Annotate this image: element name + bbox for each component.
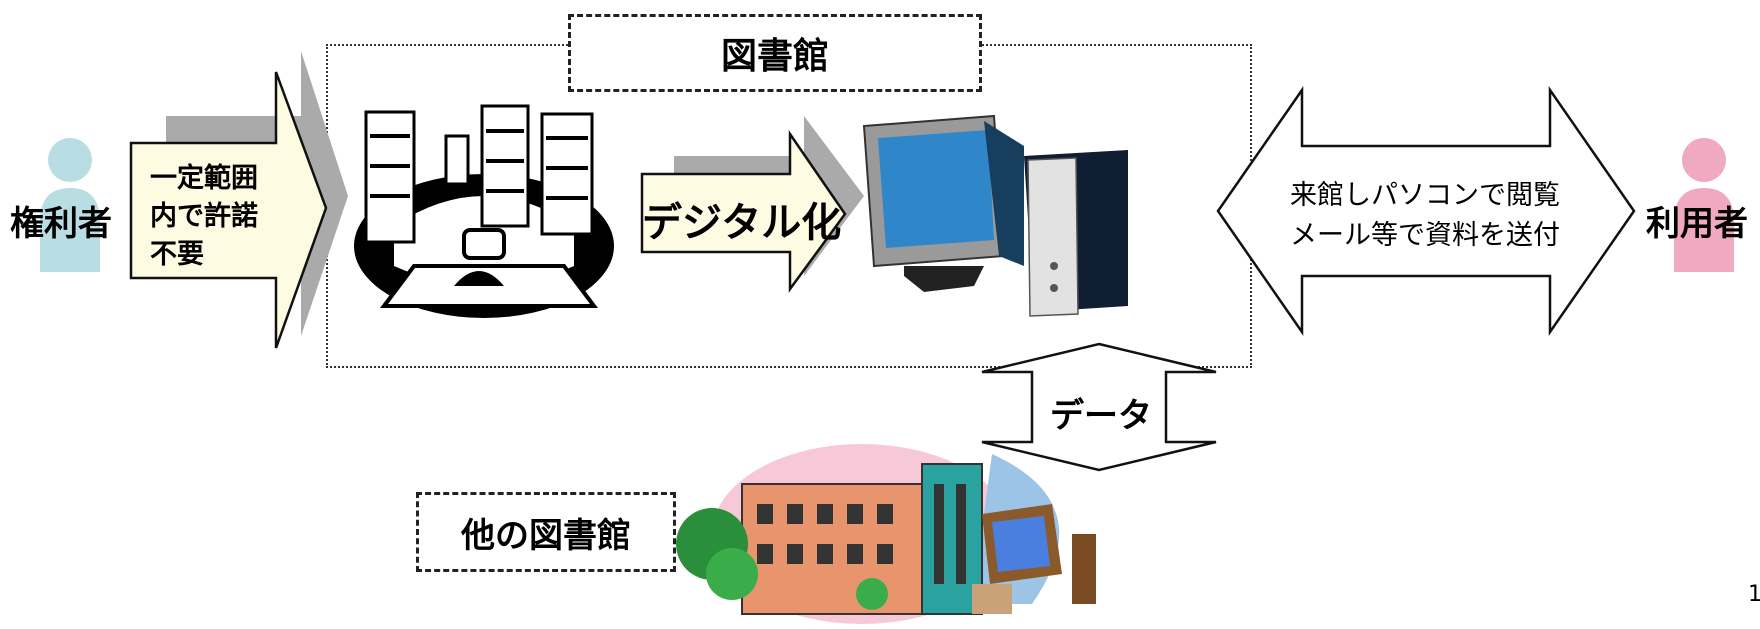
user-person-icon	[1674, 138, 1734, 272]
library-title: 図書館	[720, 36, 829, 77]
permission-line-3: 不要	[150, 239, 204, 270]
user-label: 利用者	[1646, 204, 1748, 244]
permission-text: 一定範囲 内で許諾 不要	[150, 160, 258, 274]
library-title-box: 図書館	[568, 14, 982, 92]
page-number: 1	[1748, 582, 1760, 607]
access-line-2: メール等で資料を送付	[1290, 220, 1560, 251]
digitization-label: デジタル化	[642, 200, 842, 246]
rights-holder-label: 権利者	[10, 204, 112, 244]
data-transfer-label: データ	[1050, 396, 1152, 436]
data-transfer-arrow	[981, 342, 1217, 472]
access-line-1: 来館しパソコンで閲覧	[1290, 180, 1560, 211]
other-library-building-icon	[676, 444, 1096, 624]
access-text: 来館しパソコンで閲覧 メール等で資料を送付	[1280, 176, 1570, 256]
other-library-box: 他の図書館	[416, 492, 676, 572]
access-arrow	[1216, 86, 1636, 336]
computer-icon	[862, 114, 1128, 317]
other-library-label: 他の図書館	[461, 515, 631, 556]
permission-line-1: 一定範囲	[150, 163, 258, 194]
permission-line-2: 内で許諾	[150, 201, 258, 232]
rights-holder-person-icon	[40, 138, 100, 272]
digitization-arrow	[640, 116, 864, 293]
library-interior-image	[354, 104, 614, 318]
permission-arrow	[129, 51, 348, 349]
